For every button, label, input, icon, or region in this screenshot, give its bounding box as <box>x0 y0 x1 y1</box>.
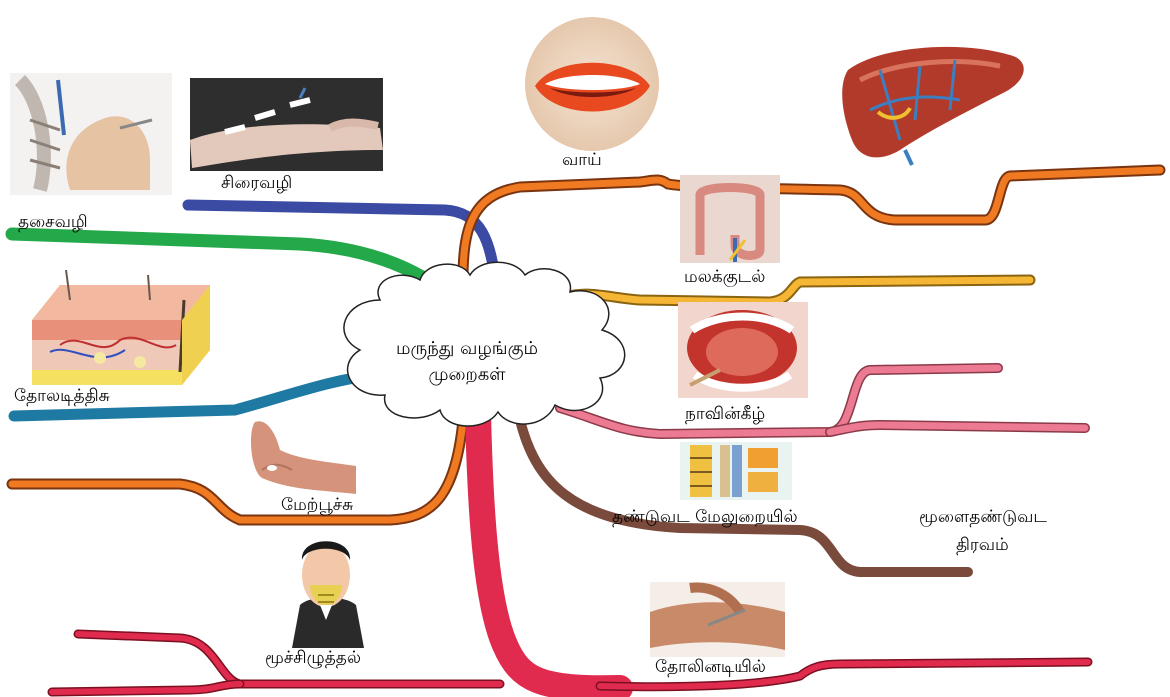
label-intramuscular: தசைவழி <box>18 213 88 233</box>
branch-topical <box>12 420 463 520</box>
label-subcutaneous: தோலினடியில் <box>655 658 766 678</box>
central-topic-line1: மருந்து வழங்கும் <box>372 336 562 362</box>
label-intravenous: சிரைவழி <box>221 174 292 194</box>
label-rectal: மலக்குடல் <box>684 268 765 288</box>
hand-cream-icon <box>251 421 356 494</box>
label-csf-line1: மூளைதண்டுவட <box>919 508 1047 528</box>
tongue-icon <box>678 302 808 398</box>
colon-icon <box>680 175 780 263</box>
iv-arm-icon <box>190 78 383 171</box>
label-transdermal: தோலடித்திசு <box>14 387 110 407</box>
muscle-injection-icon <box>10 73 172 195</box>
central-topic: மருந்து வழங்கும் முறைகள் <box>372 336 562 388</box>
label-topical: மேற்பூச்சு <box>281 496 353 516</box>
injection-arm-icon <box>650 582 785 657</box>
skin-layers-icon <box>32 270 210 385</box>
branch-crimson-main <box>478 412 620 688</box>
gas-mask-person-icon <box>288 535 366 651</box>
label-inhalation: மூச்சிழுத்தல் <box>265 649 361 669</box>
label-sublingual: நாவின்கீழ் <box>685 405 765 425</box>
central-topic-line2: முறைகள் <box>372 362 562 388</box>
spine-icon <box>680 442 792 500</box>
label-csf-line2: திரவம் <box>956 536 1009 556</box>
mouth-icon <box>525 17 659 151</box>
label-epidural: தண்டுவட மேலுறையில் <box>612 508 798 528</box>
liver-icon <box>842 47 1024 165</box>
label-oral: வாய் <box>562 151 602 171</box>
